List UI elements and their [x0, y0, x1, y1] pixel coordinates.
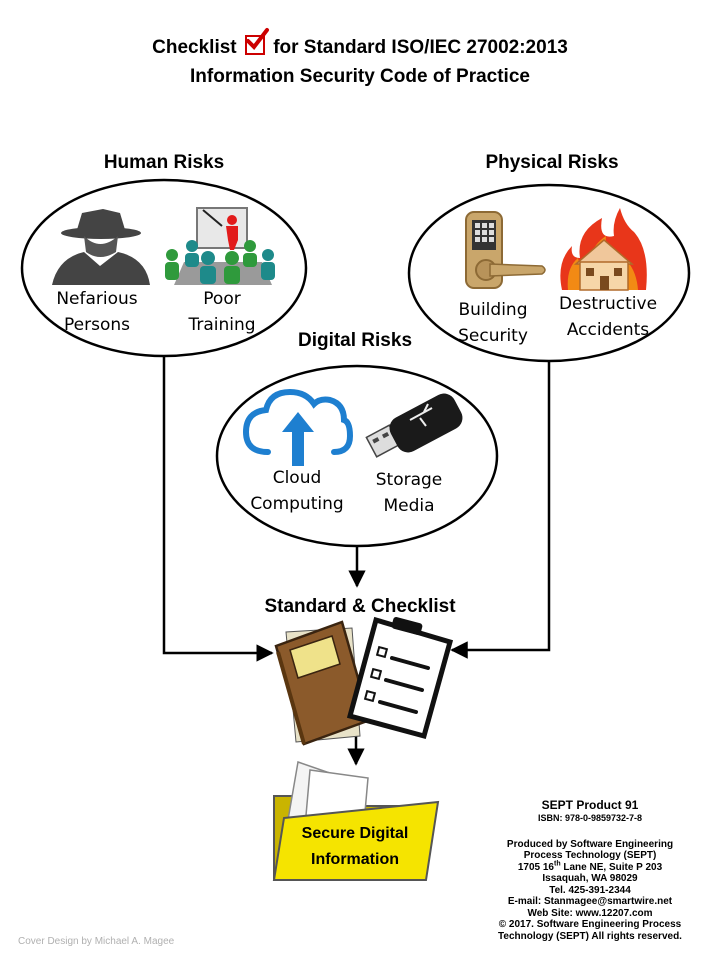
secure-digital-information-label: Secure Digital Information	[301, 825, 409, 868]
title-prefix: Checklist	[152, 37, 237, 58]
physical-risks-heading: Physical Risks	[485, 152, 619, 173]
title-suffix: for Standard ISO/IEC 27002:2013	[273, 37, 568, 58]
digital-risks-heading: Digital Risks	[297, 330, 413, 351]
nefarious-persons-label: Nefarious Persons	[56, 289, 138, 335]
human-risks-heading: Human Risks	[103, 152, 225, 173]
page-title-line2: Information Security Code of Practice	[190, 66, 530, 87]
isbn: ISBN: 978-0-9859732-7-8	[537, 813, 643, 823]
cloud-upload-icon	[242, 388, 354, 466]
clipboard-icon	[346, 616, 454, 740]
usb-drive-icon	[365, 393, 463, 458]
spy-icon	[52, 209, 150, 285]
address-line1: 1705 16th Lane NE, Suite P 203	[517, 860, 663, 873]
storage-media-label: Storage Media	[375, 470, 443, 516]
website: Web Site: www.12207.com	[527, 907, 653, 919]
burning-house-icon	[560, 208, 647, 291]
telephone: Tel. 425-391-2344	[549, 884, 631, 896]
copyright-line2: Technology (SEPT) All rights reserved.	[498, 930, 682, 942]
checkmark-icon	[244, 28, 269, 55]
door-lock-icon	[465, 211, 546, 289]
digital-risks-ellipse	[215, 364, 499, 548]
page-title-line1: Checklist for Standard ISO/IEC 27002:201…	[0, 28, 720, 63]
book-icon	[274, 620, 372, 746]
poor-training-label: Poor Training	[188, 289, 256, 335]
cover-design-credit: Cover Design by Michael A. Magee	[18, 936, 175, 947]
physical-connector	[450, 361, 551, 659]
folder-icon	[272, 761, 440, 881]
copyright-line1: © 2017. Software Engineering Process	[498, 919, 682, 930]
email: E-mail: Stanmagee@smartwire.net	[507, 896, 673, 907]
building-security-label: Building Security	[458, 300, 528, 346]
address-line2: Issaquah, WA 98029	[542, 873, 638, 884]
produced-line2: Process Technology (SEPT)	[523, 850, 657, 861]
product-name: SEPT Product 91	[541, 798, 639, 812]
cloud-computing-label: Cloud Computing	[250, 468, 344, 514]
human-connector	[162, 356, 274, 662]
destructive-accidents-label: Destructive Accidents	[558, 294, 658, 340]
produced-line1: Produced by Software Engineering	[506, 838, 674, 850]
training-icon	[165, 207, 275, 285]
standard-checklist-heading: Standard & Checklist	[264, 596, 456, 617]
product-info-block: SEPT Product 91 ISBN: 978-0-9859732-7-8 …	[480, 798, 700, 942]
